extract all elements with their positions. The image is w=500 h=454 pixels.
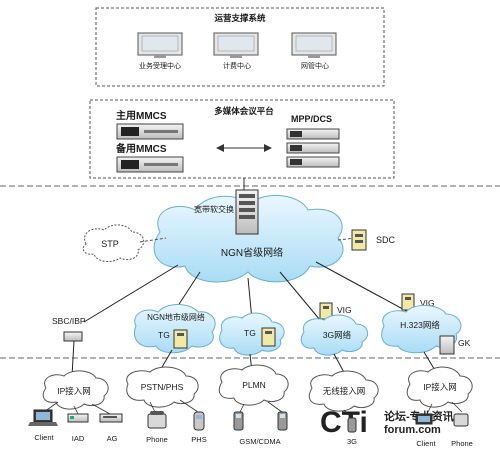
server-icon [116, 156, 184, 173]
stp-label: STP [101, 239, 119, 249]
3g-network-cloud: 3G网络 [300, 314, 369, 356]
mobile-phone-icon [233, 411, 244, 431]
center-business: 业务受理中心 [139, 61, 181, 70]
terminal-client2: Client [416, 439, 436, 448]
double-arrow-icon [216, 144, 272, 152]
ip-access-cloud: IP接入网 [42, 370, 109, 410]
mpp-dcs-label: MPP/DCS [291, 114, 332, 124]
conference-title: 多媒体会议平台 [214, 106, 274, 116]
terminal-3g: 3G [347, 437, 357, 446]
iad-device-icon [67, 413, 89, 423]
h323-label: H.323网络 [400, 320, 440, 330]
primary-mmcs-label: 主用MMCS [116, 109, 167, 122]
ops-support-box: 运营支撑系统 业务受理中心 计费中心 网管中心 [95, 7, 385, 87]
sdc-label: SDC [376, 235, 396, 245]
plmn-cloud: PLMN [218, 364, 289, 406]
tg2-label: TG [244, 328, 256, 338]
sbc-device-icon [63, 331, 83, 342]
wireless-access-label: 无线接入网 [323, 386, 366, 396]
ip-access-label: IP接入网 [57, 386, 91, 396]
wireless-access-cloud: 无线接入网 [308, 370, 379, 412]
softswitch-label: 宽带软交换 [194, 204, 234, 214]
monitor-icon [137, 32, 183, 58]
pstn-label: PSTN/PHS [141, 382, 184, 392]
conference-platform-box: 多媒体会议平台 主用MMCS 备用MMCS MPP/DCS [89, 99, 395, 179]
terminal-gsm-cdma: GSM/CDMA [239, 437, 280, 446]
ngn-province-label: NGN省级网络 [221, 246, 283, 259]
vig-3g-label: VIG [337, 305, 352, 315]
server-icon [116, 123, 184, 140]
plmn-label: PLMN [242, 380, 266, 390]
center-billing: 计费中心 [223, 61, 251, 70]
ip-access2-label: IP接入网 [423, 382, 457, 392]
terminal-phone: Phone [146, 435, 168, 444]
gk-label: GK [458, 338, 471, 348]
monitor-icon [291, 32, 337, 58]
ip-access2-cloud: IP接入网 [406, 366, 473, 408]
softswitch-icon [235, 189, 259, 235]
mobile-phone-icon [277, 411, 288, 431]
monitor-icon [213, 32, 259, 58]
vig-h323-label: VIG [420, 298, 435, 308]
server-stack-icon [286, 128, 340, 168]
sbc-label: SBC/IBP [52, 316, 86, 326]
link-line [139, 237, 167, 243]
ngn-city-label: NGN地市级网络 [147, 312, 205, 322]
pstn-cloud: PSTN/PHS [126, 366, 199, 408]
phone-icon [453, 413, 469, 427]
laptop-icon [415, 413, 433, 425]
cti-forum-watermark: CTi 论坛-专业资讯 forum.com [320, 406, 454, 439]
tg-gateway-icon [173, 329, 188, 349]
ag-device-icon [99, 413, 123, 423]
ops-support-title: 运营支撑系统 [214, 13, 266, 23]
stp-cloud: STP [82, 224, 145, 262]
watermark-logo: CTi [320, 406, 368, 439]
backup-mmcs-label: 备用MMCS [115, 142, 167, 155]
gk-server-icon [439, 335, 455, 355]
watermark-line2: forum.com [384, 424, 441, 436]
core-links [83, 261, 413, 323]
terminal-phs: PHS [191, 435, 206, 444]
ngn-province-cloud: NGN省级网络 [153, 194, 344, 283]
3g-network-label: 3G网络 [323, 330, 352, 340]
center-nms: 网管中心 [301, 61, 329, 70]
tg1-label: TG [158, 330, 170, 340]
terminal-ag: AG [107, 434, 118, 443]
phs-handset-icon [193, 411, 205, 431]
terminal-phone2: Phone [451, 439, 473, 448]
terminal-client: Client [34, 433, 54, 442]
ngn-city-cloud: NGN地市级网络 TG [134, 304, 216, 354]
phone-icon [147, 411, 167, 429]
terminal-iad: IAD [72, 434, 85, 443]
sdc-server-icon [351, 229, 367, 251]
tg-gateway-icon [261, 327, 276, 347]
mobile-phone-icon [347, 417, 357, 433]
laptop-icon [28, 409, 58, 426]
